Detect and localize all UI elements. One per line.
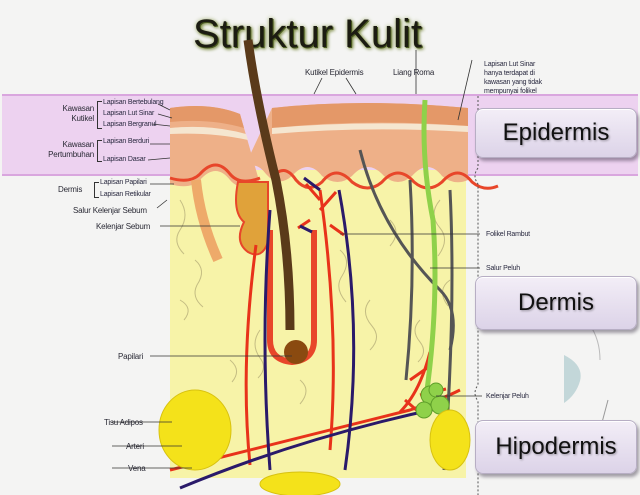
epidermis-button[interactable]: Epidermis — [475, 108, 637, 158]
decor-shape — [564, 355, 581, 403]
sweat-gland — [415, 382, 450, 419]
label-dermis: Dermis — [58, 185, 83, 194]
note-line: kawasan yang tidak — [484, 79, 542, 86]
label-lapisan-dasar: Lapisan Dasar — [103, 156, 146, 163]
label-line: Kawasan — [62, 140, 94, 149]
hipodermis-button[interactable]: Hipodermis — [475, 420, 637, 474]
sweat-duct — [421, 99, 438, 391]
label-kawasan-pertumbuhan: Kawasan Pertumbuhan — [36, 140, 94, 160]
label-kawasan-kutikel: Kawasan Kutikel — [50, 104, 94, 124]
leader-lines — [112, 50, 482, 469]
bracket — [97, 140, 102, 162]
dermis-button[interactable]: Dermis — [475, 276, 637, 330]
dermis-fibers — [176, 199, 451, 405]
label-kelenjar-sebum: Kelenjar Sebum — [96, 222, 151, 231]
label-papilari: Papilari — [118, 352, 144, 361]
label-lapisan-bergranul: Lapisan Bergranul — [103, 121, 157, 128]
label-liang-roma: Liang Roma — [393, 68, 435, 77]
label-tisu-adipos: Tisu Adipos — [104, 418, 143, 427]
label-vena: Vena — [128, 464, 146, 473]
lut-sinar-note: Lapisan Lut Sinar hanya terdapat di kawa… — [484, 60, 542, 96]
veins — [179, 176, 441, 490]
hair-shaft — [243, 39, 295, 331]
hair-bulb — [284, 340, 308, 364]
page-title: Struktur Kulit — [193, 12, 422, 56]
bracket — [94, 182, 99, 198]
bracket — [97, 101, 102, 129]
note-line: Lapisan Lut Sinar — [484, 61, 536, 68]
label-lapisan-retikular: Lapisan Retikular — [100, 191, 151, 198]
adipose-tissue — [158, 389, 471, 495]
label-line: Kawasan — [62, 104, 94, 113]
label-lapisan-berduri: Lapisan Berduri — [103, 138, 150, 145]
sebaceous-gland — [235, 181, 269, 256]
label-lapisan-papilari: Lapisan Papilari — [100, 179, 147, 186]
label-kutikel-epidermis: Kutikel Epidermis — [305, 68, 364, 77]
label-line: Kutikel — [71, 114, 94, 123]
sebum-duct — [191, 179, 223, 263]
label-salur-peluh: Salur Peluh — [486, 265, 520, 272]
label-folikel-rambut: Folikel Rambut — [486, 231, 530, 238]
label-salur-kelenjar-sebum: Salur Kelenjar Sebum — [73, 206, 147, 215]
label-line: Pertumbuhan — [48, 150, 94, 159]
epidermis-layers — [169, 103, 499, 190]
label-lapisan-bertebulang: Lapisan Bertebulang — [103, 99, 164, 106]
label-arteri: Arteri — [126, 442, 144, 451]
note-line: hanya terdapat di — [484, 70, 535, 77]
label-kelenjar-peluh: Kelenjar Peluh — [486, 393, 529, 400]
note-line: mempunyai folikel — [484, 88, 537, 95]
label-lapisan-lut-sinar: Lapisan Lut Sinar — [103, 110, 155, 117]
